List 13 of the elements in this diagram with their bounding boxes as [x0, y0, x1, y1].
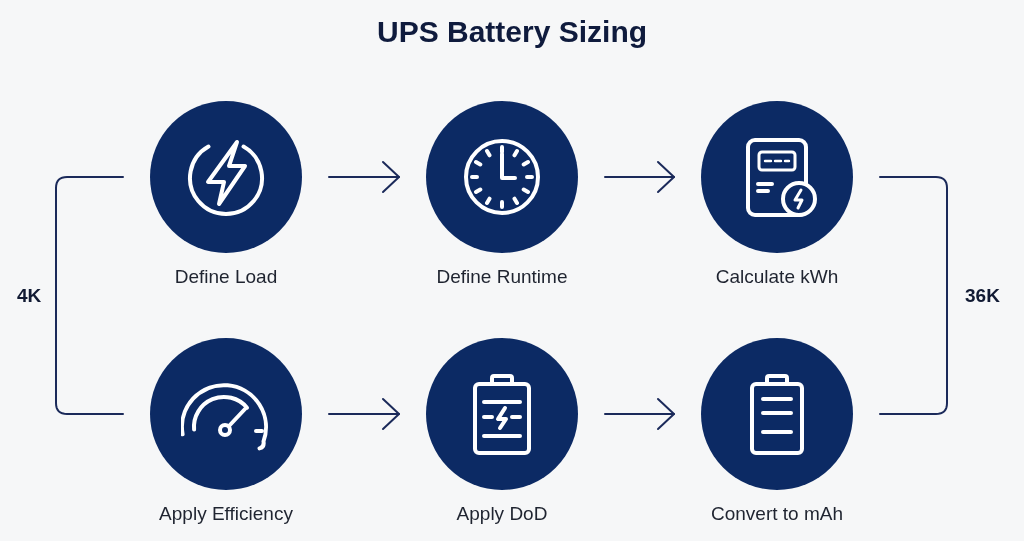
step-label: Apply Efficiency	[159, 502, 293, 526]
arrow	[328, 398, 400, 430]
step-label: Define Load	[174, 265, 278, 289]
step-label: Apply DoD	[456, 502, 548, 526]
connector-line	[55, 176, 124, 415]
arrow	[604, 398, 675, 430]
connector-line	[879, 176, 948, 415]
step-label: Calculate kWh	[715, 265, 839, 289]
step-label: Define Runtime	[436, 265, 568, 289]
step-label: Convert to mAh	[711, 502, 843, 526]
arrow	[604, 161, 675, 193]
arrow	[328, 161, 400, 193]
diagram-title: UPS Battery Sizing	[376, 15, 648, 48]
